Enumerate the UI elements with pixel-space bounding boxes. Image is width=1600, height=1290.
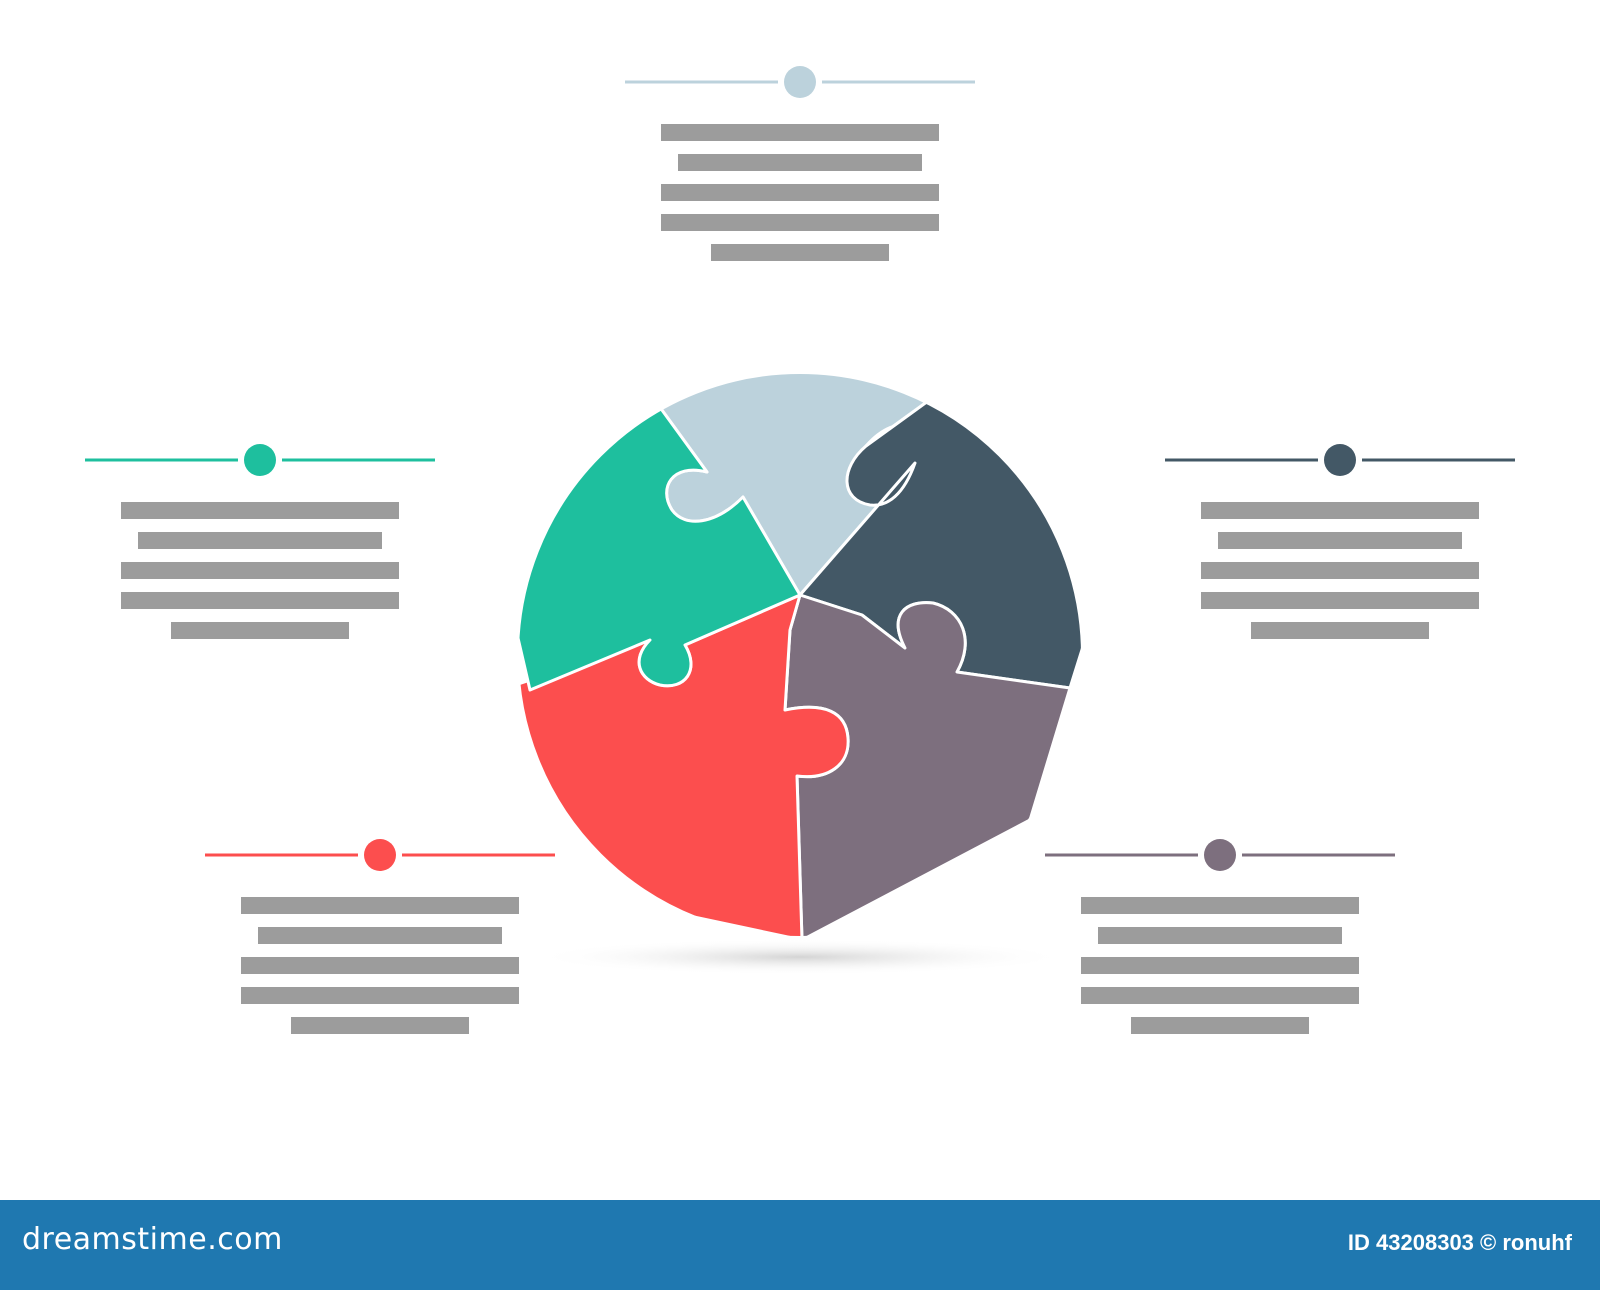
callout-marker <box>244 444 276 476</box>
text-placeholder-bar <box>1081 897 1359 914</box>
callout-left <box>85 444 435 639</box>
text-placeholder-bar <box>1201 502 1479 519</box>
footer-bar: dreamstime.com ID 43208303 © ronuhf <box>0 1200 1600 1290</box>
text-placeholder-bar <box>1201 562 1479 579</box>
text-placeholder-bar <box>1081 987 1359 1004</box>
text-placeholder-bar <box>1131 1017 1309 1034</box>
puzzle-diagram <box>85 66 1515 1034</box>
text-placeholder-bar <box>258 927 502 944</box>
text-placeholder-bar <box>661 124 939 141</box>
text-placeholder-bar <box>678 154 922 171</box>
text-placeholder-bar <box>138 532 382 549</box>
text-placeholder-bar <box>1098 927 1342 944</box>
puzzle-circle <box>518 373 1082 937</box>
text-placeholder-bar <box>241 987 519 1004</box>
callout-marker <box>1204 839 1236 871</box>
text-placeholder-bar <box>661 184 939 201</box>
callout-bottom-right <box>1045 839 1395 1034</box>
callout-marker <box>364 839 396 871</box>
callout-bottom-left <box>205 839 555 1034</box>
text-placeholder-bar <box>241 897 519 914</box>
text-placeholder-bar <box>1251 622 1429 639</box>
text-placeholder-bar <box>171 622 349 639</box>
callout-marker <box>1324 444 1356 476</box>
callout-top <box>625 66 975 261</box>
text-placeholder-bar <box>121 502 399 519</box>
circle-shadow <box>530 939 1070 975</box>
puzzle-circle-outline <box>517 372 1083 938</box>
text-placeholder-bar <box>1081 957 1359 974</box>
brand-text: dreamstime.com <box>22 1222 283 1257</box>
text-placeholder-bar <box>1218 532 1462 549</box>
text-placeholder-bar <box>291 1017 469 1034</box>
text-placeholder-bar <box>711 244 889 261</box>
image-credit: ID 43208303 © ronuhf <box>1347 1230 1572 1255</box>
text-placeholder-bar <box>121 592 399 609</box>
text-placeholder-bar <box>661 214 939 231</box>
text-placeholder-bar <box>1201 592 1479 609</box>
callout-right <box>1165 444 1515 639</box>
callouts <box>85 66 1515 1034</box>
text-placeholder-bar <box>241 957 519 974</box>
text-placeholder-bar <box>121 562 399 579</box>
callout-marker <box>784 66 816 98</box>
